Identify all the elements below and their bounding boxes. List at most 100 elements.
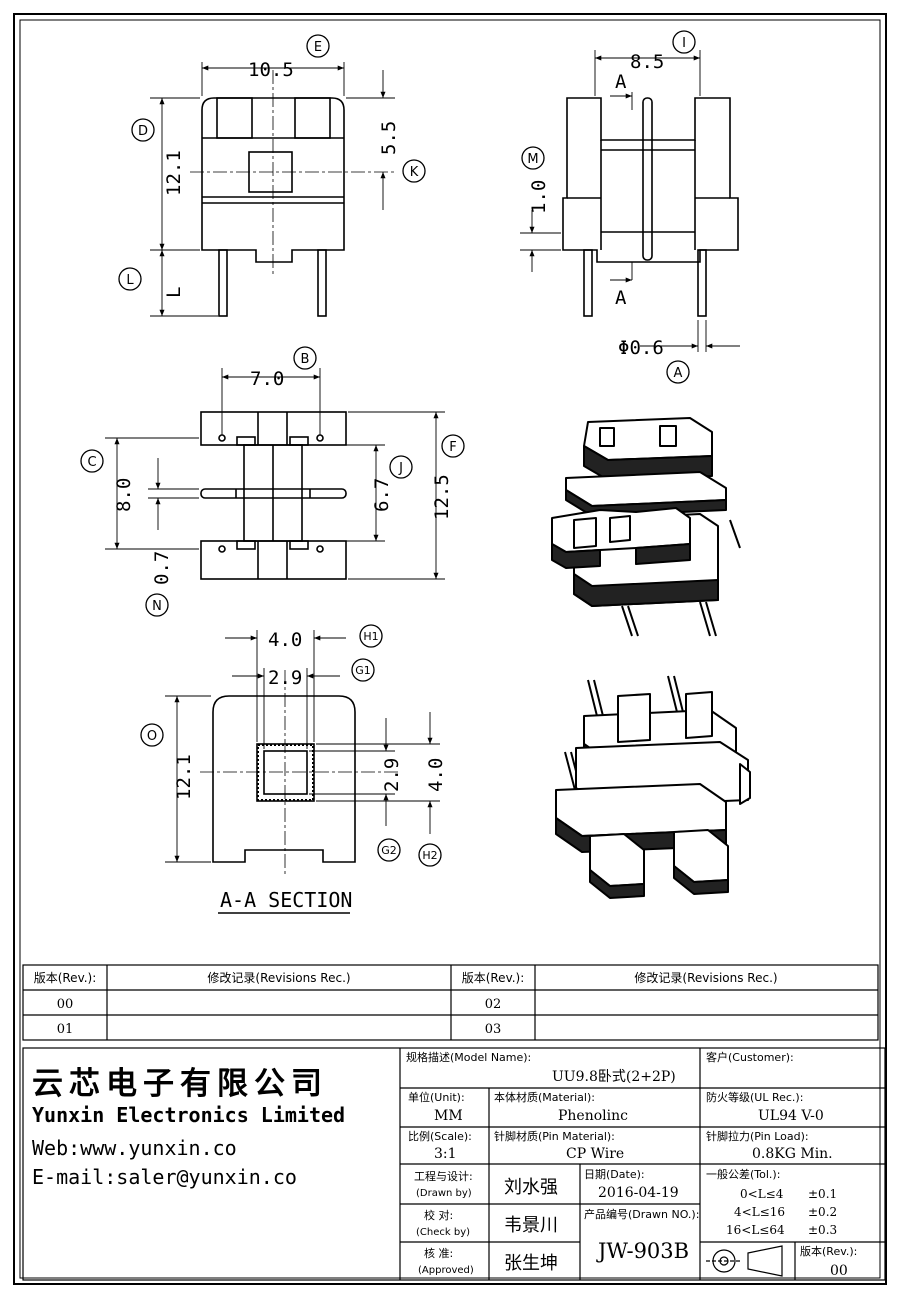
model-value: UU9.8卧式(2+2P) (552, 1069, 676, 1085)
front-width-dim: 10.5 (248, 59, 294, 81)
drawn-no-label: 产品编号(Drawn NO.): (584, 1207, 699, 1221)
callout-a: A (674, 366, 683, 381)
callout-c: C (87, 455, 96, 470)
company-name-en: Yunxin Electronics Limited (32, 1103, 345, 1127)
section-view (212, 695, 356, 863)
side-height-dim: 1.0 (528, 180, 550, 214)
customer-label: 客户(Customer): (706, 1050, 794, 1064)
check-label-en: (Check by) (416, 1227, 470, 1238)
tol-range-1: 0<L≤4 (740, 1187, 784, 1201)
rec-header-left: 修改记录(Revisions Rec.) (207, 970, 350, 985)
front-height-dim: 12.1 (163, 150, 185, 196)
approve-label: 核 准: (424, 1246, 453, 1260)
section-hatch (257, 744, 314, 801)
tol-value-1: ±0.1 (808, 1187, 837, 1201)
rev-row-00: 00 (57, 997, 74, 1012)
callout-m: M (527, 152, 538, 167)
top-height-dim: 8.0 (113, 478, 135, 512)
check-value: 韦景川 (504, 1215, 558, 1236)
outer-frame (13, 13, 887, 1285)
callout-b-circle (293, 346, 317, 370)
company-name-cn: 云芯电子有限公司 (32, 1066, 328, 1102)
top-total-dim: 12.5 (431, 474, 453, 520)
check-label: 校 对: (424, 1208, 453, 1222)
model-label: 规格描述(Model Name): (406, 1050, 531, 1064)
inner-frame (19, 19, 881, 1279)
front-view-dims (150, 62, 395, 317)
callout-m-circle (521, 146, 545, 170)
callout-e-circle (306, 34, 330, 58)
top-pin-pitch-dim: 7.0 (250, 368, 284, 390)
rev-header-left: 版本(Rev.): (34, 971, 97, 985)
pin-material-label: 针脚材质(Pin Material): (494, 1129, 615, 1143)
date-value: 2016-04-19 (598, 1185, 679, 1201)
iso-view-bottom (555, 675, 751, 899)
callout-n: N (152, 599, 162, 614)
callout-f-circle (441, 434, 465, 458)
tol-value-2: ±0.2 (808, 1205, 837, 1219)
date-label: 日期(Date): (584, 1168, 645, 1181)
tol-range-3: 16<L≤64 (726, 1223, 785, 1237)
rev-value: 00 (830, 1263, 848, 1279)
ul-label: 防火等级(UL Rec.): (706, 1090, 803, 1104)
company-email: E-mail:saler@yunxin.co (32, 1165, 297, 1189)
side-view-dims (520, 50, 740, 352)
top-view-dims (105, 368, 445, 580)
scale-label: 比例(Scale): (408, 1129, 472, 1143)
callout-d-circle (131, 118, 155, 142)
callout-k-circle (402, 159, 426, 183)
drawn-label: 工程与设计: (414, 1170, 473, 1183)
scale-value: 3:1 (434, 1146, 457, 1162)
callout-h2: H2 (422, 849, 437, 862)
callout-l-circle (118, 267, 142, 291)
unit-value: MM (434, 1108, 463, 1124)
section-outer-height-dim: 4.0 (425, 758, 447, 792)
callout-g1: G1 (355, 664, 371, 677)
tol-range-2: 4<L≤16 (734, 1205, 785, 1219)
callout-c-circle (80, 449, 104, 473)
callout-h2-circle (418, 843, 442, 867)
callout-e: E (314, 40, 322, 55)
callouts (80, 30, 696, 867)
rev-label: 版本(Rev.): (800, 1244, 857, 1258)
pin-load-label: 针脚拉力(Pin Load): (706, 1129, 809, 1143)
material-value: Phenolinc (558, 1108, 628, 1124)
side-width-dim: 8.5 (630, 51, 664, 73)
callout-j-circle (389, 455, 413, 479)
revision-table (22, 964, 879, 1041)
section-mark-bottom: A (615, 287, 627, 309)
top-core-dim: 6.7 (371, 478, 393, 512)
section-inner-width-dim: 2.9 (268, 667, 302, 689)
pin-diameter-dim: Φ0.6 (618, 337, 664, 359)
pin-load-value: 0.8KG Min. (752, 1146, 833, 1162)
callout-j: J (398, 461, 403, 476)
section-centerlines (200, 670, 400, 875)
company-web: Web:www.yunxin.co (32, 1136, 237, 1160)
rev-header-right: 版本(Rev.): (462, 971, 525, 985)
front-upper-dim: 5.5 (378, 121, 400, 155)
drawn-no-value: JW-903B (596, 1239, 689, 1263)
section-height-dim: 12.1 (173, 754, 195, 800)
drawn-label-en: (Drawn by) (416, 1188, 472, 1199)
section-dims (165, 630, 440, 863)
section-outer-width-dim: 4.0 (268, 629, 302, 651)
callout-a-circle (666, 360, 690, 384)
section-mark-top: A (615, 71, 627, 93)
callout-n-circle (145, 593, 169, 617)
callout-l: L (126, 273, 134, 288)
tol-value-3: ±0.3 (808, 1223, 837, 1237)
front-view (201, 97, 345, 317)
projection-symbol-icon (706, 1245, 783, 1277)
callout-o-circle (140, 723, 164, 747)
top-slot-dim: 0.7 (151, 551, 173, 585)
side-view (562, 97, 739, 317)
ul-value: UL94 V-0 (758, 1108, 824, 1124)
callout-i-circle (672, 30, 696, 54)
callout-h1: H1 (363, 630, 378, 643)
callout-g2: G2 (381, 844, 397, 857)
callout-k: K (410, 165, 419, 180)
iso-view-top (551, 417, 741, 637)
callout-i: I (682, 36, 686, 51)
callout-o: O (147, 729, 157, 744)
callout-g1-circle (351, 658, 375, 682)
